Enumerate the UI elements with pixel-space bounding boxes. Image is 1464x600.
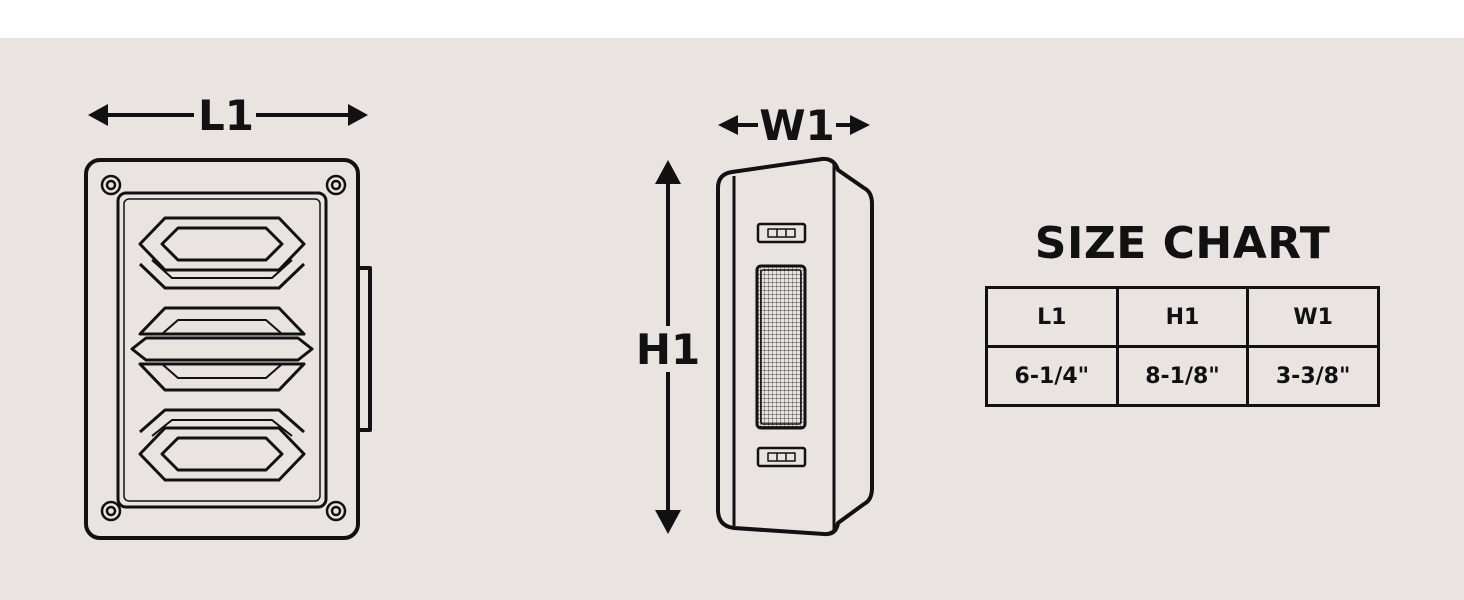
width-dimension-arrow (718, 115, 870, 135)
side-body-outline (716, 156, 874, 537)
diagram-canvas: L1 (0, 38, 1464, 600)
chevron-lens-middle (130, 306, 314, 392)
side-view: W1 H1 (636, 101, 874, 537)
side-marker-lens (755, 264, 807, 430)
table-header-row: L1 H1 W1 (985, 286, 1380, 348)
header-cell-w1: W1 (1246, 286, 1380, 348)
value-cell-l1: 6-1/4" (985, 345, 1119, 407)
front-view: L1 (84, 91, 372, 540)
size-chart-table: L1 H1 W1 6-1/4" 8-1/8" 3-3/8" (985, 286, 1380, 407)
width-label: W1 (759, 101, 835, 150)
length-dimension-arrow (88, 104, 368, 126)
connector-icon (756, 222, 807, 244)
table-row: 6-1/4" 8-1/8" 3-3/8" (985, 345, 1380, 407)
lens-panel (116, 191, 328, 509)
value-cell-w1: 3-3/8" (1246, 345, 1380, 407)
dimension-drawing: L1 (84, 91, 874, 540)
chevron-lens-bottom (138, 408, 306, 482)
value-cell-h1: 8-1/8" (1115, 345, 1250, 407)
connector-icon (756, 446, 807, 468)
length-label: L1 (198, 91, 254, 140)
height-dimension-arrow (655, 160, 681, 534)
height-label: H1 (636, 325, 700, 374)
chevron-lens-top (138, 216, 306, 290)
mount-bracket (356, 266, 372, 432)
size-chart-title: SIZE CHART (1034, 218, 1331, 269)
header-cell-h1: H1 (1115, 286, 1250, 348)
header-cell-l1: L1 (985, 286, 1119, 348)
screw-icon (100, 174, 347, 522)
